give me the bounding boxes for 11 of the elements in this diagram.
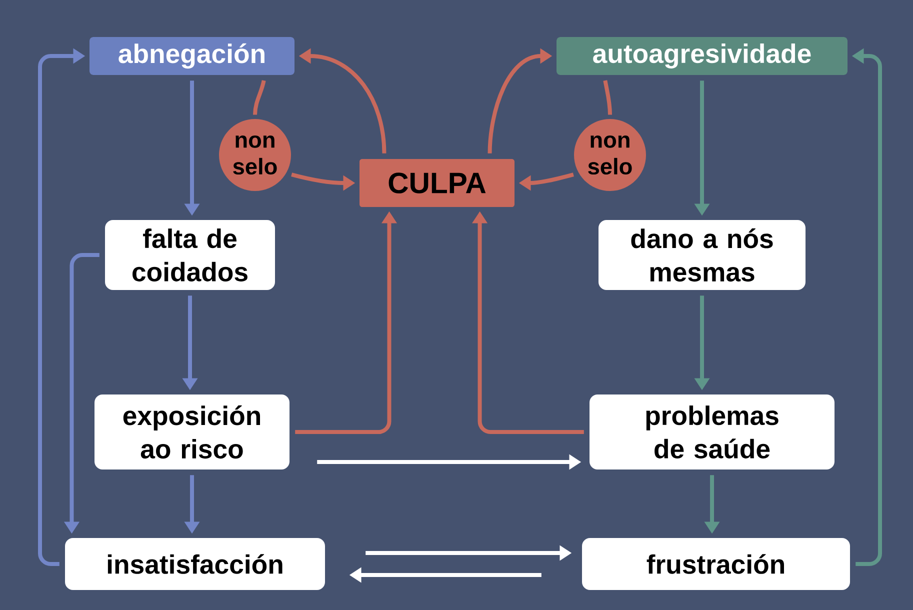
process-box: falta de coidados: [105, 220, 275, 290]
process-box: dano a nós mesmas: [598, 220, 806, 290]
process-box: exposición ao risco: [94, 394, 290, 470]
connector-line: [603, 80, 612, 115]
connector-line: [253, 80, 266, 115]
process-box: frustración: [582, 538, 850, 590]
process-box: insatisfacción: [65, 538, 325, 590]
concept-box: abnegación: [90, 37, 294, 75]
process-box: problemas de saúde: [590, 394, 834, 470]
central-box: CULPA: [360, 159, 514, 207]
concept-box: autoagresividade: [556, 37, 848, 75]
